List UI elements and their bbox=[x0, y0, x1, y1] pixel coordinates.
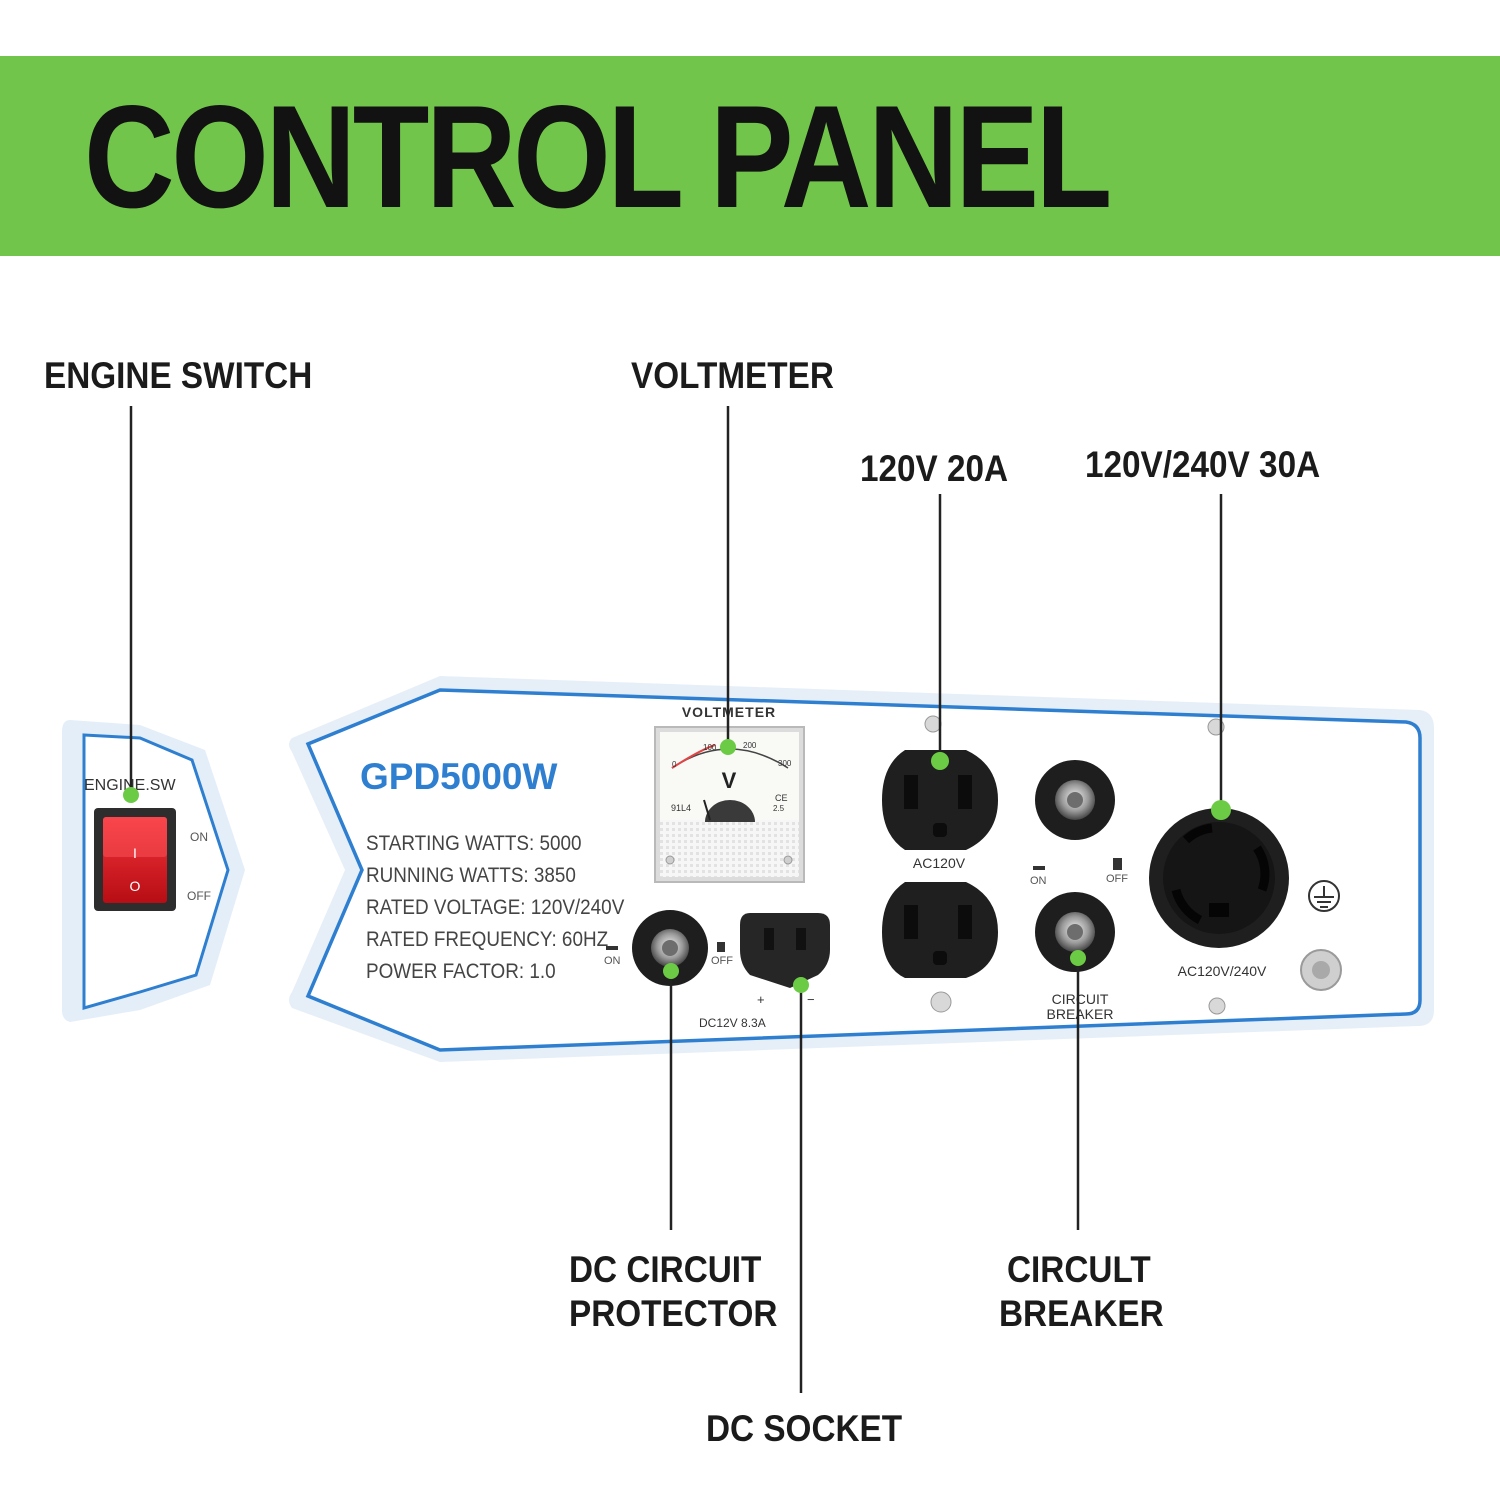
dc-breaker-on-label: ON bbox=[604, 955, 621, 967]
gauge-model-text: 91L4 bbox=[671, 803, 691, 813]
ac120-outlet-bottom[interactable] bbox=[882, 882, 998, 978]
dc-circuit-breaker[interactable]: ON OFF bbox=[604, 910, 733, 986]
callout-dc-circuit-protector-line1: DC CIRCUIT bbox=[569, 1249, 762, 1290]
ac240-label: AC120V/240V bbox=[1178, 963, 1267, 979]
page-title: CONTROL PANEL bbox=[84, 75, 1112, 238]
spec-running-watts: RUNNING WATTS: 3850 bbox=[366, 864, 576, 887]
ac-circuit-breaker-top[interactable] bbox=[1035, 760, 1115, 840]
callout-outlet-20a: 120V 20A bbox=[860, 448, 1009, 489]
callout-dc-circuit-protector-line2: PROTECTOR bbox=[569, 1293, 778, 1334]
callout-circuit-breaker-line2: BREAKER bbox=[999, 1293, 1164, 1334]
twist-lock-outlet-30a[interactable] bbox=[1149, 808, 1289, 948]
spec-list: STARTING WATTS: 5000 RUNNING WATTS: 3850… bbox=[366, 832, 625, 983]
dc-plus-label: + bbox=[757, 992, 765, 1007]
leader-lines bbox=[129, 406, 1223, 1393]
model-name: GPD5000W bbox=[360, 756, 557, 797]
breaker-plate-label-1: CIRCUIT bbox=[1052, 991, 1109, 1007]
gauge-scale-300: 300 bbox=[778, 759, 792, 768]
gauge-class-text: 2.5 bbox=[773, 804, 785, 813]
dc-socket[interactable]: + − DC12V 8.3A bbox=[699, 913, 830, 1030]
ac120-label: AC120V bbox=[913, 855, 966, 871]
breaker-plate-label-2: BREAKER bbox=[1047, 1006, 1114, 1022]
callout-outlet-30a: 120V/240V 30A bbox=[1085, 444, 1321, 485]
title-banner bbox=[0, 56, 1500, 256]
callout-circuit-breaker-line1: CIRCULT bbox=[1007, 1249, 1151, 1290]
ground-terminal[interactable] bbox=[1300, 949, 1342, 991]
spec-starting-watts: STARTING WATTS: 5000 bbox=[366, 832, 582, 855]
dc-minus-label: − bbox=[807, 992, 815, 1007]
engine-switch-plate: ENGINE.SW ON OFF I O bbox=[62, 720, 245, 1022]
callout-dc-socket: DC SOCKET bbox=[706, 1408, 903, 1449]
engine-rocker-switch[interactable]: I O bbox=[94, 808, 176, 911]
callout-markers bbox=[123, 739, 1231, 993]
breaker-on-label: ON bbox=[1030, 875, 1047, 887]
callout-voltmeter: VOLTMETER bbox=[631, 355, 834, 396]
breaker-off-label: OFF bbox=[1106, 873, 1128, 885]
gauge-cert-text: CE bbox=[775, 793, 788, 803]
gauge-scale-100: 100 bbox=[703, 743, 717, 752]
switch-on-symbol: I bbox=[133, 845, 137, 861]
engine-switch-on-label: ON bbox=[190, 830, 208, 844]
gauge-scale-200: 200 bbox=[743, 741, 757, 750]
engine-switch-off-label: OFF bbox=[187, 889, 211, 903]
dc-breaker-off-label: OFF bbox=[711, 955, 733, 967]
ac-circuit-breaker-bottom[interactable] bbox=[1035, 892, 1115, 972]
switch-off-symbol: O bbox=[130, 878, 141, 894]
spec-rated-frequency: RATED FREQUENCY: 60HZ bbox=[366, 928, 608, 951]
voltmeter-gauge: 0 100 200 300 V 91L4 CE 2.5 bbox=[654, 726, 805, 883]
dc-rating-label: DC12V 8.3A bbox=[699, 1016, 766, 1030]
gauge-scale-0: 0 bbox=[672, 760, 677, 769]
ac120-outlet-top[interactable] bbox=[882, 750, 998, 850]
gauge-unit: V bbox=[722, 768, 737, 793]
ground-icon bbox=[1308, 880, 1340, 912]
callout-engine-switch: ENGINE SWITCH bbox=[44, 355, 313, 396]
spec-power-factor: POWER FACTOR: 1.0 bbox=[366, 960, 556, 983]
spec-rated-voltage: RATED VOLTAGE: 120V/240V bbox=[366, 896, 625, 919]
main-control-plate: GPD5000W STARTING WATTS: 5000 RUNNING WA… bbox=[289, 676, 1434, 1062]
